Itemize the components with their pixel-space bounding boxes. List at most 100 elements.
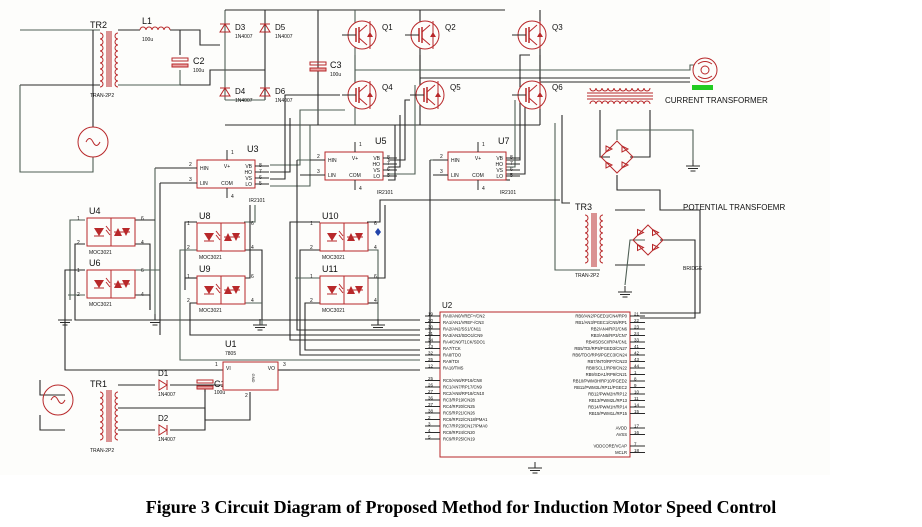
wire [289, 221, 420, 341]
igbt-diode [430, 32, 436, 37]
pin-number: 1 [77, 216, 80, 222]
pin-label: RA7/TCK [443, 346, 461, 351]
inductor-coil [139, 26, 171, 31]
pin-number: 35 [428, 357, 434, 362]
igbt-label: Q6 [552, 83, 563, 92]
pin-number: 2 [77, 292, 80, 298]
pin-label: RB14/PWM1H/RP14 [588, 405, 628, 410]
pin-number: 6 [251, 221, 254, 227]
pin-number: 1 [310, 221, 313, 227]
triac-icon [224, 233, 240, 241]
light-ray [105, 225, 111, 232]
wires [19, 9, 705, 431]
pin-number: 12 [428, 364, 434, 369]
igbt-collector [528, 24, 538, 33]
wire [561, 115, 570, 204]
pin-label: RC3/RP19/CN28 [443, 398, 476, 403]
wire [616, 129, 694, 160]
pin-number: 2 [245, 393, 248, 399]
sine-icon [85, 138, 101, 146]
wire [270, 94, 340, 180]
pin-label: RC9/RP25/CN19 [443, 437, 476, 442]
pin-number: 34 [428, 338, 434, 343]
wire [599, 110, 610, 158]
wire [367, 249, 379, 320]
pin-number: 4 [359, 186, 362, 192]
igbt-label: Q5 [450, 83, 461, 92]
igbt-collector [421, 24, 431, 33]
pin-label: RB10/PWM3H/RP10/PGED2 [573, 379, 628, 384]
diode-type: 1N4007 [275, 98, 293, 104]
current-transformer: CURRENT TRANSFORMER [587, 87, 768, 105]
coil [599, 214, 604, 264]
igbt-Q3: Q3 [512, 20, 563, 50]
bridge-diode [605, 145, 614, 153]
current-transformer-label: CURRENT TRANSFORMER [665, 96, 768, 105]
igbt-collector [426, 84, 436, 93]
bridge-diode [652, 243, 660, 252]
pin-number: 4 [141, 240, 144, 246]
ac-source-circle [77, 126, 109, 158]
bridge-label: BRIDGE [683, 266, 703, 272]
igbt-Q5: Q5 [410, 80, 461, 110]
regulator-body [222, 361, 279, 391]
pin-label: RC6/RP22/CN18/PMA1 [443, 417, 488, 422]
ground-icon [528, 462, 542, 474]
igbt-collector [358, 84, 368, 93]
motor-circle [692, 57, 718, 83]
pin-label: RB2/AN4/RP2/CN6 [591, 327, 628, 332]
capacitor-value: 100u [330, 72, 341, 78]
wire [630, 110, 651, 158]
wire [367, 199, 560, 223]
wire [135, 243, 151, 310]
optocoupler-type: MOC3021 [89, 250, 112, 256]
pin-number: 18 [634, 448, 640, 453]
diode-triangle [158, 424, 168, 436]
pin-number: 31 [428, 331, 434, 336]
pin-number: 16 [634, 430, 640, 435]
led-icon [327, 233, 337, 241]
igbt-collector [358, 24, 368, 33]
igbt-diode [537, 32, 543, 37]
ground-icon [253, 319, 267, 331]
pin-label: COM [221, 181, 233, 187]
pin-label: LIN [328, 173, 336, 179]
pin-label: VB [373, 156, 380, 162]
led-icon [94, 228, 104, 236]
pin-number: 1 [634, 370, 637, 375]
pin-label: RA9/TDI [443, 359, 459, 364]
pin-number: 4 [231, 194, 234, 200]
pin-label: HO [373, 162, 381, 168]
pin-label: VB [496, 156, 503, 162]
wire [304, 302, 420, 351]
igbt-Q4: Q4 [342, 80, 393, 110]
light-ray [215, 234, 221, 241]
wire [179, 249, 420, 361]
light-ray [215, 287, 221, 294]
diode-name: D2 [158, 414, 169, 423]
pin-label: RB0/AN2/PGED1/CN4/RP0 [575, 314, 627, 319]
pin-label: COM [472, 173, 484, 179]
optocoupler-type: MOC3021 [322, 255, 345, 261]
pin-number: 10 [634, 390, 640, 395]
pin-number: 3 [189, 177, 192, 183]
igbt-diode [367, 32, 373, 37]
wire [624, 239, 645, 286]
pin-number: 6 [374, 221, 377, 227]
mcu-body [439, 311, 631, 458]
pin-number: 15 [634, 409, 640, 414]
led-icon [94, 280, 104, 288]
pin-number: 1 [310, 274, 313, 280]
capacitor-value: 100u [214, 390, 225, 396]
optocoupler-type: MOC3021 [199, 255, 222, 261]
wire [69, 219, 85, 300]
